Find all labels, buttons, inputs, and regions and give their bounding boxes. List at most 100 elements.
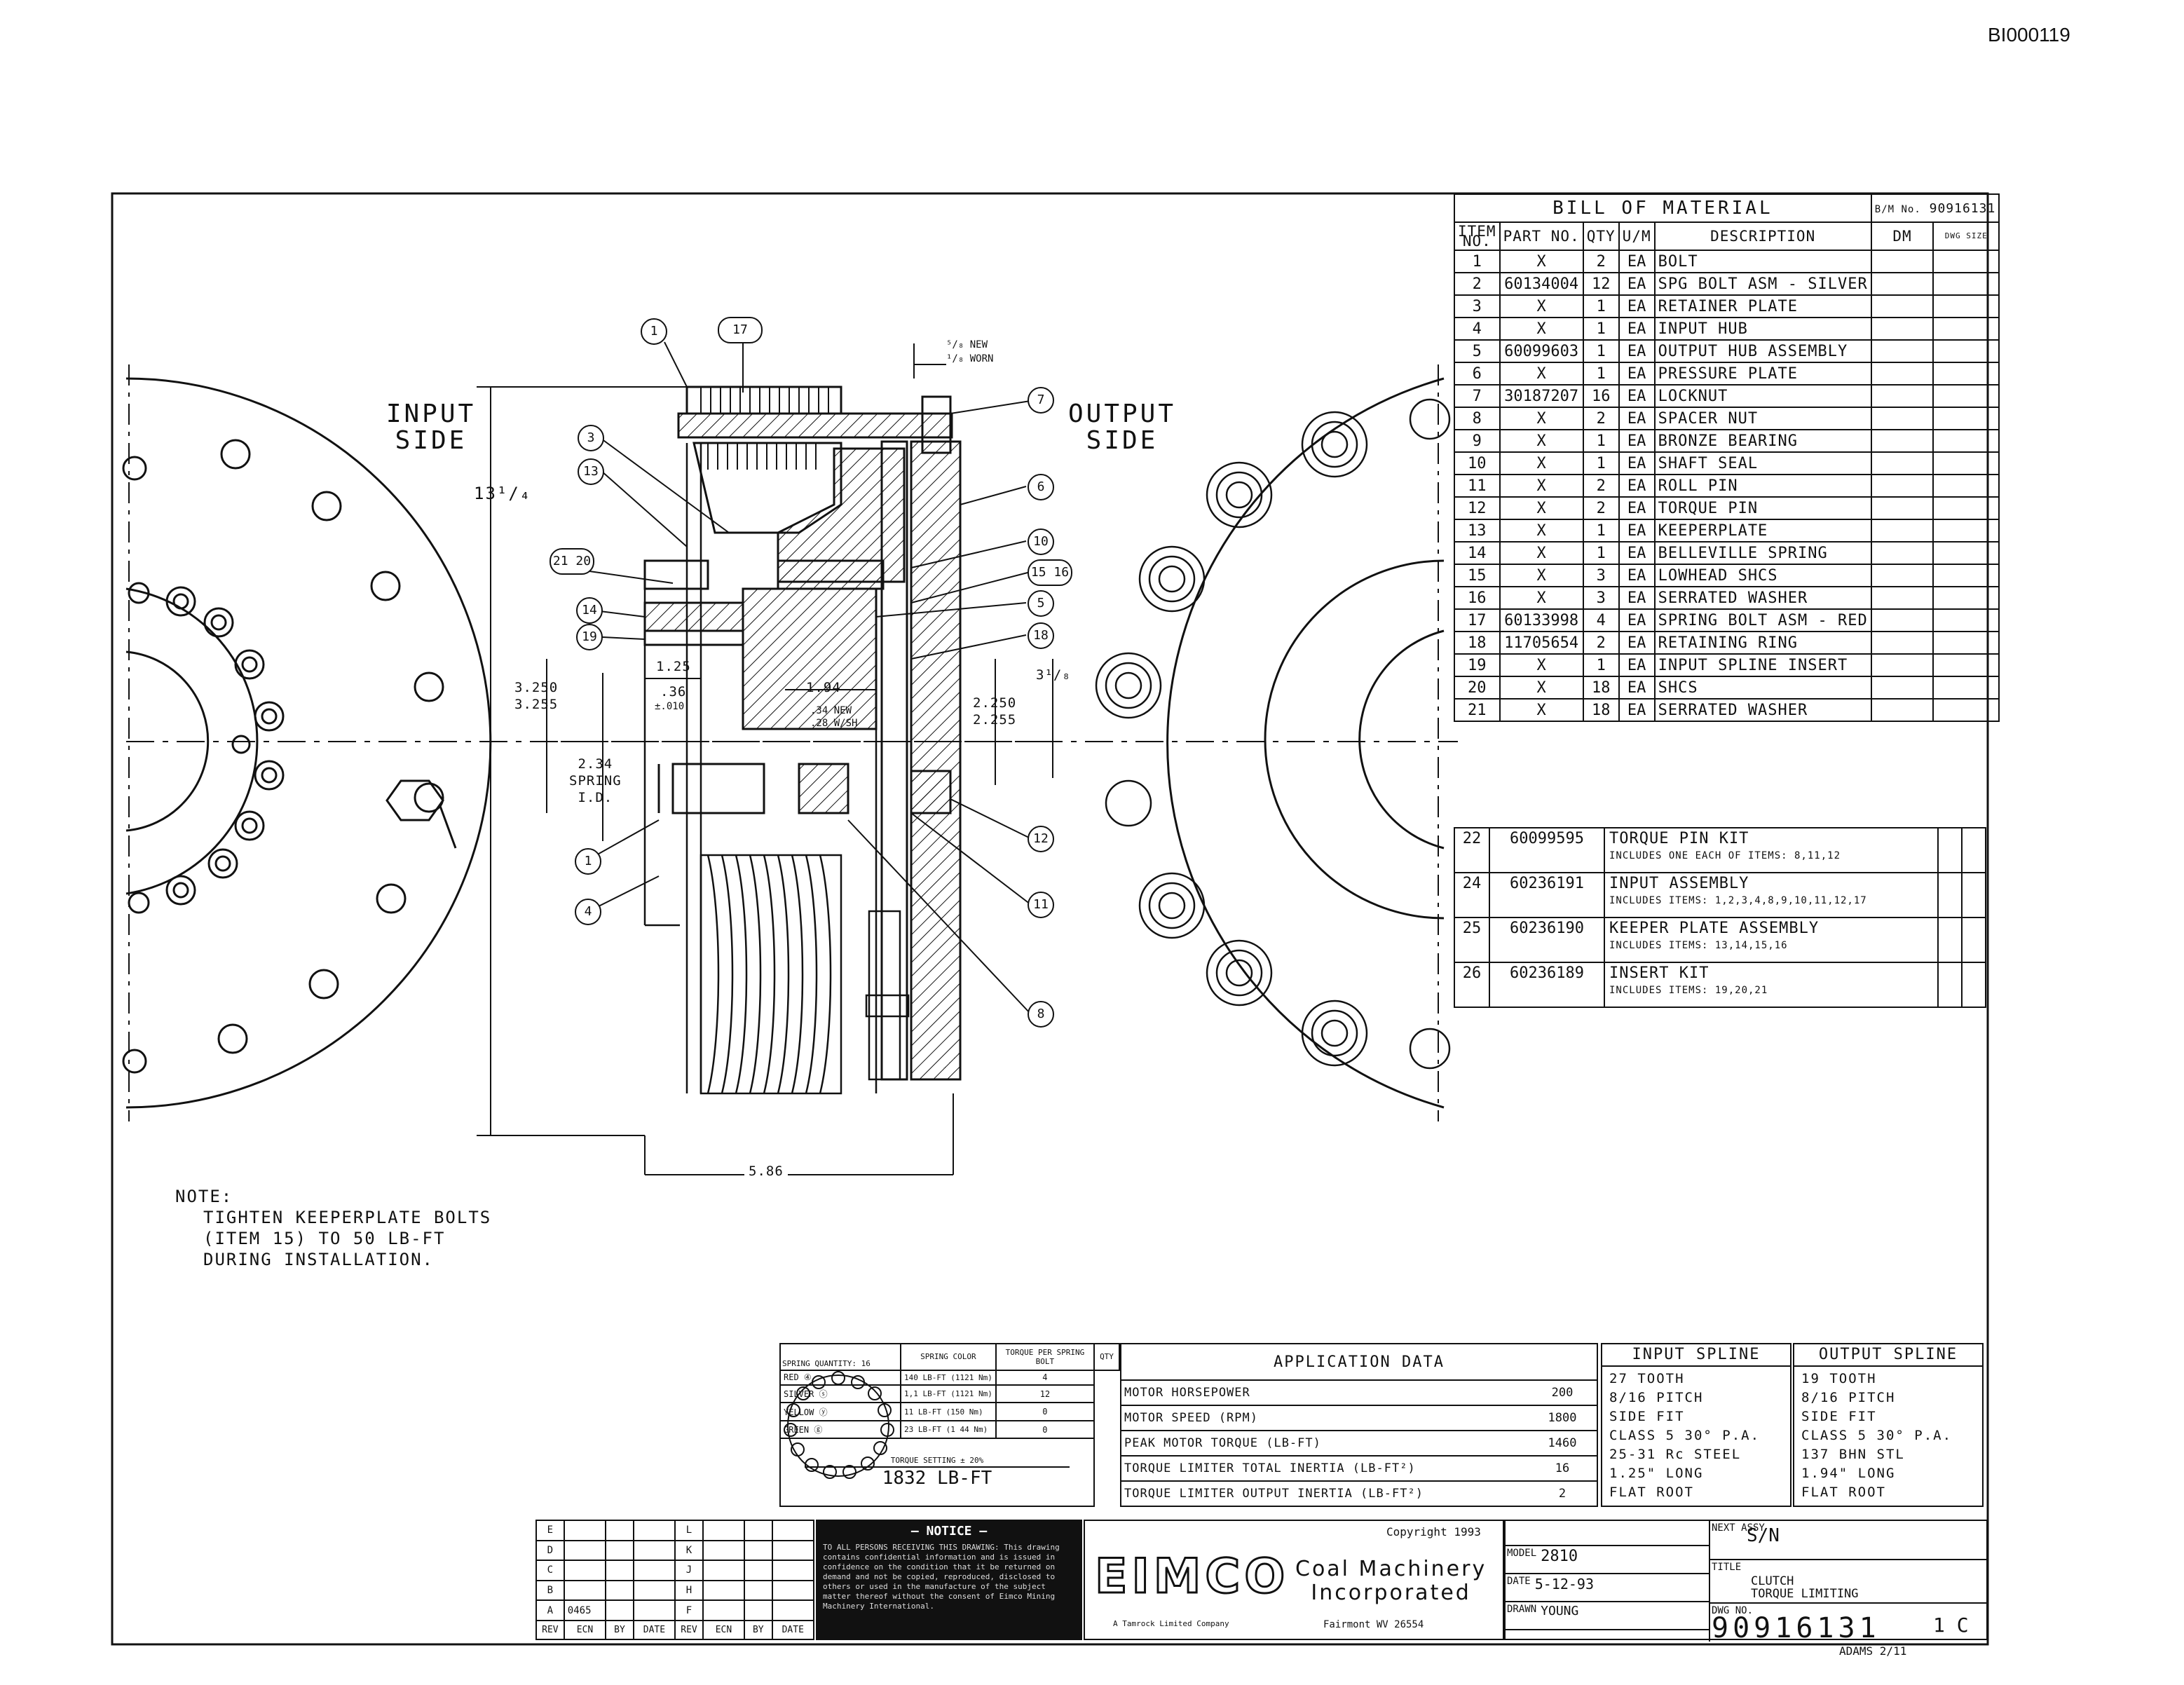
bom-cell-desc: SERRATED WASHER [1653,586,1872,610]
bom-cell-desc: RETAINER PLATE [1653,294,1872,318]
bom-cell-desc: BRONZE BEARING [1653,429,1872,453]
confidentiality-notice: — NOTICE — TO ALL PERSONS RECEIVING THIS… [816,1520,1082,1640]
dim-wear-worn: ¹/₈ WORN [946,353,994,364]
bom-cell-um: EA [1618,272,1656,296]
revision-header: ECN [702,1619,746,1641]
rev-letter: F [674,1599,704,1621]
rev-ecn [702,1599,746,1621]
bom-cell-desc: SERRATED WASHER [1653,698,1872,722]
kit-desc: INSERT KIT [1609,964,1709,982]
balloon-item-19: 19 [576,624,603,650]
rev-letter: E [535,1520,565,1541]
bom-cell-item: 20 [1454,676,1501,700]
bom-cell-size [1932,586,2000,610]
bom-cell-item: 18 [1454,631,1501,655]
rev-date [771,1579,815,1602]
bom-cell-um: EA [1618,250,1656,273]
bom-cell-part: 30187207 [1499,384,1584,408]
serial-number: S/N [1747,1525,1780,1546]
bom-cell-item: 12 [1454,496,1501,520]
dim-3-1-8: 3¹/₈ [1036,667,1071,683]
rev-by [744,1579,773,1602]
bom-cell-part: X [1499,653,1584,677]
bom-cell-item: 4 [1454,317,1501,341]
bom-cell-dm [1870,676,1934,700]
balloon-item-17-2: 17 [718,317,763,343]
kit-item: 25 [1454,917,1490,963]
bom-cell-dm [1870,384,1934,408]
rev-by [744,1599,773,1621]
bom-cell-size [1932,250,2000,273]
bom-cell-desc: INPUT HUB [1653,317,1872,341]
spring-qty: 4 [995,1369,1096,1386]
rev-ecn [563,1520,607,1541]
application-title: APPLICATION DATA [1120,1342,1598,1382]
drawing-title-2: TORQUE LIMITING [1751,1587,1859,1601]
bom-cell-um: EA [1618,474,1656,498]
balloon-item-8: 8 [1028,1001,1054,1028]
bom-cell-dm [1870,586,1934,610]
bom-cell-desc: LOWHEAD SHCS [1653,564,1872,587]
bom-cell-desc: SPG BOLT ASM - SILVER [1653,272,1872,296]
rev-date [632,1560,676,1581]
bom-cell-size [1932,698,2000,722]
model-value: 2810 [1541,1548,1578,1565]
bom-cell-item: 3 [1454,294,1501,318]
application-row: TORQUE LIMITER TOTAL INERTIA (LB-FT²)16 [1120,1455,1598,1482]
bom-cell-part: X [1499,564,1584,587]
application-value: 16 [1528,1455,1598,1482]
kit-item: 26 [1454,962,1490,1008]
rev-ecn [702,1579,746,1602]
company-city: Fairmont WV 26554 [1323,1619,1424,1630]
bom-cell-item: 9 [1454,429,1501,453]
dim-3250: 3.250 [514,680,559,695]
bom-cell-dm [1870,541,1934,565]
output-spline-title: OUTPUT SPLINE [1794,1344,1982,1367]
output-flange [1095,364,1451,1121]
bom-cell-item: 17 [1454,608,1501,632]
rev-date [771,1539,815,1562]
kit-part: 60236189 [1489,962,1605,1008]
bom-cell-size [1932,519,2000,543]
output-spline-line: 19 TOOTH [1801,1371,1877,1386]
bom-header-row: ITEM NO. PART NO. QTY U/M DESCRIPTION DM… [1454,221,2000,251]
bom-cell-item: 13 [1454,519,1501,543]
output-spline-line: FLAT ROOT [1801,1485,1886,1500]
bom-cell-item: 6 [1454,362,1501,386]
spring-torque: 11 LB-FT (150 Nm) [900,1402,997,1421]
bom-cell-qty: 1 [1582,429,1620,453]
spring-table: SPRING QUANTITY: 16 SPRING COLOR TORQUE … [779,1343,1120,1507]
bom-cell-um: EA [1618,586,1656,610]
note-block: NOTE: TIGHTEN KEEPERPLATE BOLTS (ITEM 15… [175,1187,492,1269]
bom-cell-dm [1870,272,1934,296]
bom-cell-size [1932,631,2000,655]
bom-cell-item: 19 [1454,653,1501,677]
rev-date [771,1599,815,1621]
bom-cell-size [1932,474,2000,498]
balloon-item-10: 10 [1028,528,1054,555]
rev-date [632,1539,676,1562]
bom-cell-dm [1870,608,1934,632]
balloon-item-18: 18 [1028,622,1054,649]
output-spline-line: CLASS 5 30° P.A. [1801,1428,1953,1443]
bom-cell-desc: SHCS [1653,676,1872,700]
bom-cell-desc: BELLEVILLE SPRING [1653,541,1872,565]
input-spline-line: 25-31 Rc STEEL [1609,1447,1742,1462]
balloon-item-1: 1 [641,318,667,345]
balloon-item-4: 4 [575,899,601,925]
company-logo: EIMCO [1093,1548,1290,1606]
kit-dm [1937,962,1963,1008]
bom-cell-dm [1870,564,1934,587]
kit-size [1961,962,1986,1008]
bom-cell-part: X [1499,496,1584,520]
bom-cell-part: X [1499,294,1584,318]
